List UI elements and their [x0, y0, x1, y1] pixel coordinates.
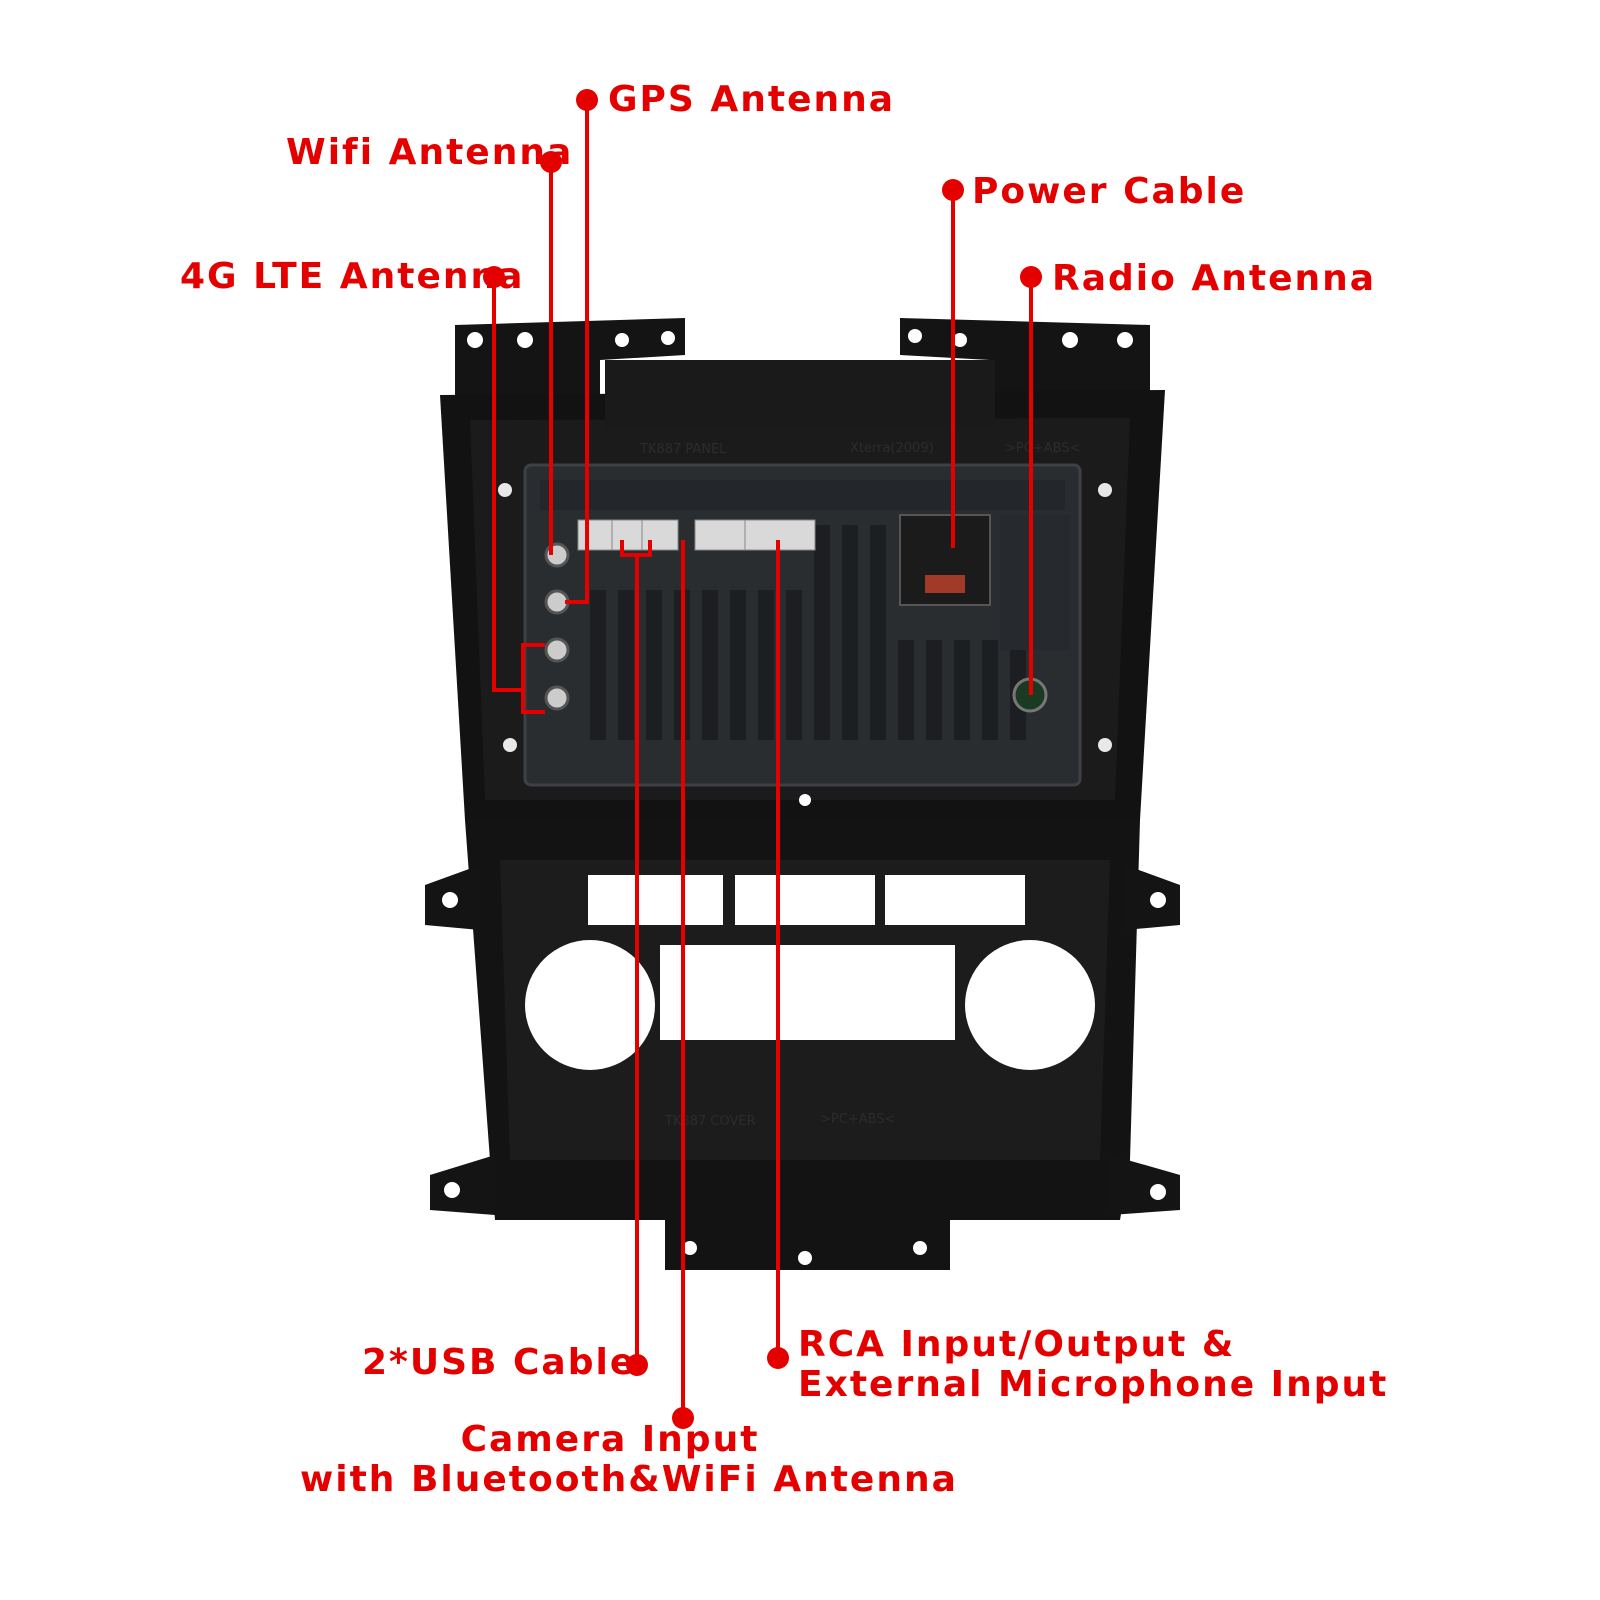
lower-cover	[425, 820, 1180, 1270]
radio-antenna-label: Radio Antenna	[1052, 258, 1377, 299]
panel-part-text: TK887 PANEL	[639, 442, 727, 457]
radio-unit	[523, 463, 1082, 787]
antenna-jacks	[544, 542, 570, 711]
lte-callout-line	[492, 277, 523, 692]
camera-callout-dot	[672, 1407, 694, 1429]
wifi-callout-dot	[540, 151, 562, 173]
gps-callout-dot	[576, 89, 598, 111]
rca-label-line1: RCA Input/Output &	[798, 1324, 1236, 1365]
gps-antenna-label: GPS Antenna	[608, 79, 896, 120]
cover-material-text: >PC+ABS<	[820, 1112, 895, 1127]
panel-material-text: >PC+ABS<	[1005, 441, 1080, 456]
callout-lines	[492, 100, 1033, 1418]
callout-dots	[483, 89, 1042, 1429]
rca-callout-dot	[767, 1347, 789, 1369]
panel-model-text: Xterra(2009)	[850, 441, 934, 456]
wifi-antenna-label: Wifi Antenna	[286, 132, 574, 173]
usb-rca-connector-block	[577, 519, 816, 551]
lte-antenna-label: 4G LTE Antenna	[180, 256, 525, 297]
power-callout-dot	[942, 179, 964, 201]
camera-label-line1: Camera Input	[460, 1419, 760, 1460]
power-cable-label: Power Cable	[972, 171, 1247, 212]
cover-part-text: TK887 COVER	[664, 1114, 756, 1129]
lte-bracket	[521, 643, 545, 714]
usb-cable-label: 2*USB Cable	[362, 1342, 637, 1383]
usb-callout-dot	[626, 1354, 648, 1376]
gps-callout-line	[565, 100, 589, 604]
radio-callout-dot	[1020, 266, 1042, 288]
lte-callout-dot	[483, 266, 505, 288]
rca-label-line2: External Microphone Input	[798, 1364, 1389, 1405]
top-mounting-brackets	[455, 318, 1150, 395]
camera-label-line2: with Bluetooth&WiFi Antenna	[300, 1459, 958, 1500]
